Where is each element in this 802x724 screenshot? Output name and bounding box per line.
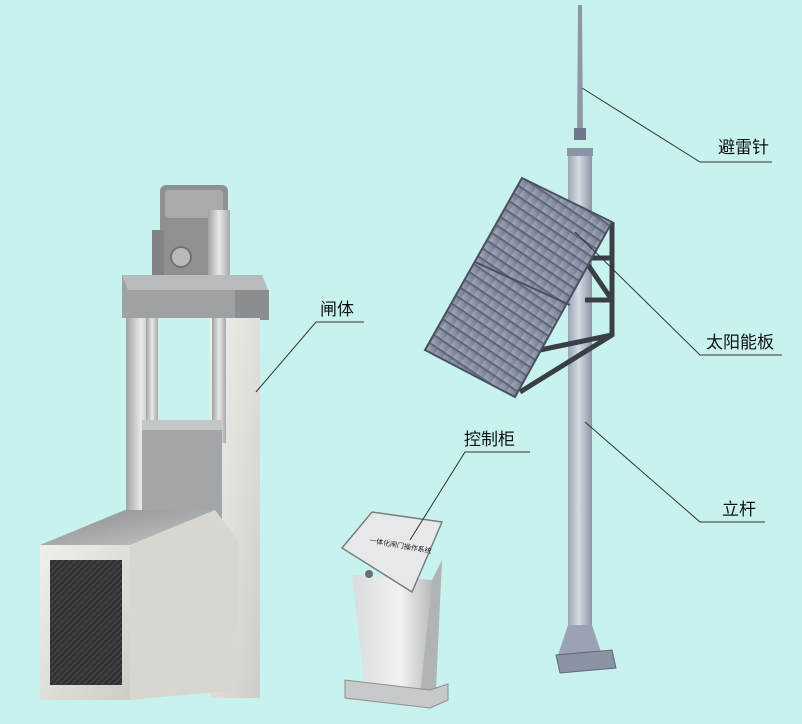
solar-panel [423, 176, 614, 399]
solar-assembly [423, 5, 617, 674]
gate-leaf [142, 420, 222, 520]
control-cabinet: 一体化闸门操作系统 [340, 511, 449, 709]
label-control-cabinet: 控制柜 [464, 430, 515, 450]
label-solar-panel: 太阳能板 [706, 333, 774, 353]
solar-bracket [518, 222, 615, 395]
leader-lines [255, 87, 782, 541]
label-gate-body: 闸体 [320, 300, 354, 320]
gate-box-top [40, 510, 215, 545]
label-pole: 立杆 [722, 500, 756, 520]
label-lightning-rod: 避雷针 [718, 138, 769, 158]
lightning-rod [577, 5, 583, 140]
pole-base [558, 625, 602, 655]
cabinet-base [344, 679, 449, 709]
cabinet-panel [340, 511, 444, 594]
cabinet-body [352, 575, 432, 695]
leader-control-cabinet [409, 451, 530, 541]
gate-channel-opening [50, 560, 122, 685]
leader-lightning-rod [581, 87, 772, 163]
gate-body [40, 185, 269, 700]
leader-pole [584, 421, 765, 523]
leader-gate-body [255, 321, 364, 393]
leader-solar-panel [574, 231, 782, 356]
